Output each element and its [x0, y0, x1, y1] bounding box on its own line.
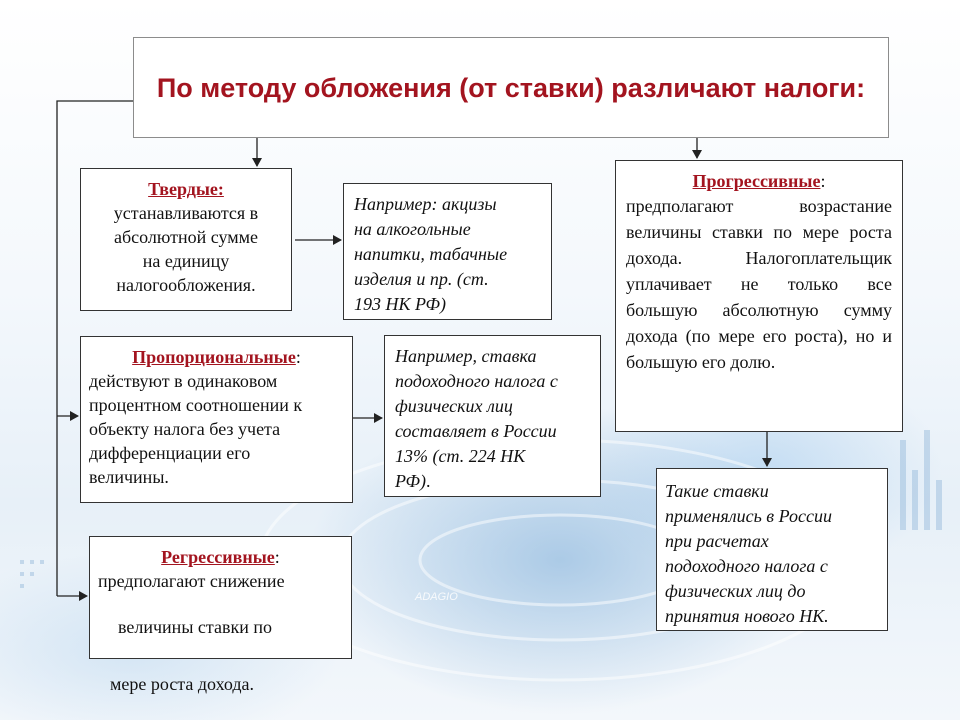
- hard-example-line: изделия и пр. (ст.: [354, 269, 489, 289]
- page-title: По методу обложения (от ставки) различаю…: [156, 72, 866, 103]
- hard-example-line: на алкогольные: [354, 219, 471, 239]
- proportional-line: действуют в одинаковом: [89, 371, 278, 391]
- progressive-example-line: Такие ставки: [665, 481, 769, 501]
- regressive-header-colon: :: [274, 547, 280, 567]
- regressive-line: предполагают снижение: [98, 571, 285, 591]
- regressive-taxes-box: Регрессивные: предполагают снижение вели…: [89, 536, 352, 659]
- hard-taxes-header: Твердые:: [148, 179, 224, 199]
- proportional-taxes-header: Пропорциональные: [132, 347, 296, 367]
- hard-taxes-line: на единицу: [142, 251, 230, 271]
- proportional-header-line: Пропорциональные:: [89, 345, 344, 369]
- hard-taxes-example-box: Например: акцизы на алкогольные напитки,…: [343, 183, 552, 320]
- hard-taxes-box: Твердые: устанавливаются в абсолютной су…: [80, 168, 292, 311]
- progressive-example-line: при расчетах: [665, 531, 769, 551]
- hard-taxes-line: налогообложения.: [116, 275, 256, 295]
- proportional-line: дифференциации его: [89, 443, 251, 463]
- hard-example-line: напитки, табачные: [354, 244, 508, 264]
- progressive-example-line: принятия нового НК.: [665, 606, 829, 626]
- progressive-example-line: применялись в России: [665, 506, 832, 526]
- hard-example-line: Например: акцизы: [354, 194, 497, 214]
- proportional-example-box: Например, ставка подоходного налога с фи…: [384, 335, 601, 497]
- background-watermark: ADAGIO: [414, 591, 458, 603]
- proportional-example-line: 13% (ст. 224 НК: [395, 446, 526, 466]
- progressive-example-line: подоходного налога с: [665, 556, 828, 576]
- proportional-example-line-last: РФ).: [395, 469, 590, 494]
- progressive-example-line: физических лиц до: [665, 581, 806, 601]
- proportional-example-line: составляет в России: [395, 421, 557, 441]
- hard-taxes-line: устанавливаются в: [113, 203, 259, 223]
- regressive-line: величины ставки по: [118, 617, 272, 637]
- proportional-example-line: подоходного налога с: [395, 371, 558, 391]
- progressive-taxes-box: Прогрессивные: предполагают возрастание …: [615, 160, 903, 432]
- regressive-taxes-header: Регрессивные: [161, 547, 275, 567]
- progressive-taxes-header: Прогрессивные: [692, 171, 821, 191]
- proportional-taxes-box: Пропорциональные: действуют в одинаковом…: [80, 336, 353, 503]
- hard-taxes-line: абсолютной сумме: [113, 227, 258, 247]
- proportional-example-line: физических лиц: [395, 396, 513, 416]
- progressive-taxes-text: предполагают возрастание величины ставки…: [626, 196, 892, 372]
- proportional-line: величины.: [89, 467, 169, 487]
- regressive-header-line: Регрессивные:: [98, 545, 343, 569]
- proportional-line: процентном соотношении к: [89, 395, 303, 415]
- hard-example-line: 193 НК РФ): [354, 294, 446, 314]
- title-box: По методу обложения (от ставки) различаю…: [133, 37, 889, 138]
- proportional-header-colon: :: [295, 347, 301, 367]
- progressive-example-box: Такие ставки применялись в России при ра…: [656, 468, 888, 631]
- proportional-example-ref: РФ): [395, 471, 426, 491]
- regressive-line-overflow: мере роста дохода.: [110, 674, 255, 694]
- proportional-example-line: Например, ставка: [395, 346, 537, 366]
- proportional-example-period: .: [425, 471, 431, 491]
- progressive-header-line: Прогрессивные:: [626, 169, 892, 193]
- progressive-header-colon: :: [820, 171, 826, 191]
- proportional-line: объекту налога без учета: [89, 419, 281, 439]
